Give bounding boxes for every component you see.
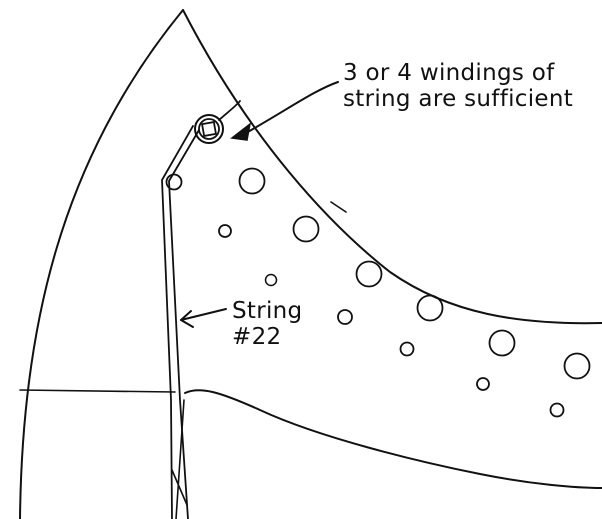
sail-upper-edge <box>183 10 602 323</box>
string-annotation: String #22 <box>232 298 302 350</box>
hole <box>401 343 414 356</box>
hole <box>490 331 515 356</box>
windings-annotation-line1: 3 or 4 windings of <box>343 60 573 86</box>
hole <box>551 404 564 417</box>
horizontal-rib <box>20 390 175 392</box>
hole <box>219 225 231 237</box>
sail-lower-edge <box>185 390 602 488</box>
edge-tick <box>331 202 346 212</box>
hole <box>266 275 277 286</box>
sail-holes <box>167 169 590 417</box>
string-annotation-line2: #22 <box>232 324 302 350</box>
hole <box>357 262 382 287</box>
windings-arrow-shaft <box>246 82 338 133</box>
string-strand-right <box>169 130 199 519</box>
hole <box>418 296 443 321</box>
hole <box>477 378 489 390</box>
hole <box>338 310 352 324</box>
hole <box>294 217 319 242</box>
sail-outer-edge <box>20 10 183 519</box>
windings-annotation-line2: string are sufficient <box>343 86 573 112</box>
windings-annotation: 3 or 4 windings of string are sufficient <box>343 60 573 112</box>
string-annotation-line1: String <box>232 298 302 324</box>
hole <box>565 354 590 379</box>
hole <box>240 169 265 194</box>
windings-arrowhead <box>232 124 250 140</box>
